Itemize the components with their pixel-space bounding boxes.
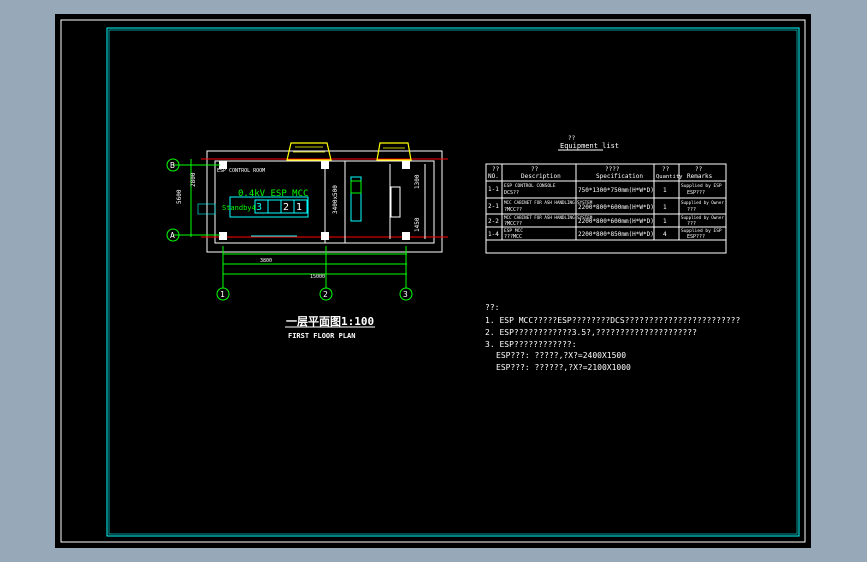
header-no-en: NO. [488, 173, 499, 180]
mcc-panel [293, 199, 308, 214]
row-4-remarks-cn: ESP??? [687, 234, 705, 240]
row-2-spec: 2200*800*600mm(H*W*D) [578, 204, 654, 211]
row-1-remarks-en: Supplied by ESP [681, 183, 722, 189]
row-3-remarks-cn: ??? [687, 221, 696, 227]
canopy-2 [376, 142, 412, 161]
grid-bubble-2 [319, 287, 333, 301]
mcc-panel-row [229, 196, 309, 218]
building-outline [206, 150, 443, 253]
notes-heading: ??: [485, 303, 499, 312]
canopy-1 [286, 142, 332, 161]
column [321, 161, 329, 169]
note-3b: ESP???: ??????,?X?=2100X1000 [496, 363, 631, 372]
row-2-desc-cn: ?MCC?? [504, 207, 522, 213]
dim-left-1: 2800 [190, 172, 197, 187]
row-3-remarks-en: Supplied by Owner [681, 215, 724, 220]
dim-right-1: 1300 [414, 174, 421, 189]
header-desc-cn: ?? [531, 166, 539, 173]
header-spec-en: Specification [596, 173, 643, 180]
grid-bubble-a [166, 228, 180, 242]
panel-number-3: 1 [296, 202, 302, 213]
column [219, 161, 227, 169]
note-1: 1. ESP MCC?????ESP????????DCS???????????… [485, 316, 740, 325]
column [219, 232, 227, 240]
row-1-spec: 750*1300*750mm(H*W*D) [578, 187, 654, 194]
panel-number-2: 2 [283, 202, 289, 213]
row-1-qty: 1 [663, 187, 667, 194]
row-2-remarks-en: Supplied by Owner [681, 200, 724, 205]
panel-number-1: 3 [256, 202, 262, 213]
table-title-cn: ?? [568, 135, 576, 142]
grid-label-b: B [170, 161, 175, 170]
note-2: 2. ESP????????????3.5?,?????????????????… [485, 328, 697, 337]
row-4-remarks-en: Supplied by ESP [681, 228, 722, 234]
row-3-spec: 2200*800*600mm(H*W*D) [578, 218, 654, 225]
header-remarks-en: Remarks [687, 173, 713, 180]
row-4-qty: 4 [663, 231, 667, 238]
cabinet [390, 186, 401, 218]
dim-left-2: 5600 [176, 189, 183, 204]
standby-label: Standby4 [222, 204, 256, 212]
inner-frame [108, 29, 798, 535]
grid-label-a: A [170, 231, 175, 240]
grid-bubble-3 [399, 287, 413, 301]
row-3-desc-cn: ?MCC?? [504, 221, 522, 227]
row-3-no: 2-2 [488, 218, 499, 225]
dim-total: 15000 [310, 274, 325, 280]
row-1-remarks-cn: ESP??? [687, 190, 705, 196]
header-qty-en: Quantity [656, 174, 683, 180]
plan-title-en: FIRST FLOOR PLAN [288, 332, 355, 340]
row-2-remarks-cn: ??? [687, 207, 696, 213]
mcc-room-label: 0.4kV ESP MCC [238, 189, 308, 199]
plan-title-cn: 一层平面图1:100 [286, 315, 374, 328]
vertical-dimension: 3400x500 [332, 185, 339, 214]
grid-bubble-b [166, 158, 180, 172]
row-1-desc-en: ESP CONTROL CONSOLE [504, 183, 556, 189]
note-3a: ESP???: ?????,?X?=2400X1500 [496, 351, 626, 360]
row-4-desc-en: ESP MCC [504, 228, 523, 234]
header-remarks-cn: ?? [695, 166, 703, 173]
cad-drawing: 3 2 1 Standby4 0.4kV ESP MCC ESP CONTROL… [60, 19, 806, 543]
column [402, 232, 410, 240]
row-2-desc-en: MCC CABINET FOR ASH HANDLING SYSTEM [504, 200, 593, 205]
console-detail [350, 180, 362, 194]
header-desc-en: Description [521, 173, 561, 180]
side-marker [197, 203, 216, 215]
header-spec-cn: ???? [605, 166, 620, 173]
header-no-cn: ?? [492, 166, 500, 173]
control-room-note: ESP CONTROL ROOM [217, 168, 265, 174]
drawing-sheet: 3 2 1 Standby4 0.4kV ESP MCC ESP CONTROL… [55, 14, 811, 548]
column [402, 161, 410, 169]
control-console [350, 176, 362, 222]
floor-plan: 3 2 1 Standby4 0.4kV ESP MCC ESP CONTROL… [166, 142, 448, 340]
grid-label-3: 3 [403, 290, 408, 299]
row-1-desc-cn: DCS?? [504, 190, 519, 196]
row-3-qty: 1 [663, 218, 667, 225]
grid-label-2: 2 [323, 290, 328, 299]
dim-right-2: 1450 [414, 217, 421, 232]
table-border [485, 163, 727, 254]
header-qty-cn: ?? [662, 166, 670, 173]
notes: ??: 1. ESP MCC?????ESP????????DCS???????… [485, 303, 740, 372]
outer-frame [60, 19, 806, 543]
row-3-desc-en: MCC CABINET FOR ASH HANDLING SYSTEM [504, 215, 593, 220]
grid-bubble-1 [216, 287, 230, 301]
equipment-table: ?? Equipment list ?? NO. ?? Description … [485, 135, 727, 254]
grid-label-1: 1 [220, 290, 225, 299]
column [321, 232, 329, 240]
row-2-no: 2-1 [488, 203, 499, 210]
row-2-qty: 1 [663, 204, 667, 211]
row-4-no: 1-4 [488, 231, 499, 238]
dim-mid: 3800 [260, 258, 272, 264]
note-3: 3. ESP????????????: [485, 340, 577, 349]
border-frame [106, 27, 800, 537]
row-4-desc-cn: ???MCC [504, 234, 522, 240]
table-title-en: Equipment list [560, 142, 619, 150]
row-4-spec: 2200*800*850mm(H*W*D) [578, 231, 654, 238]
row-1-no: 1-1 [488, 186, 499, 193]
mcc-panel [267, 199, 282, 214]
